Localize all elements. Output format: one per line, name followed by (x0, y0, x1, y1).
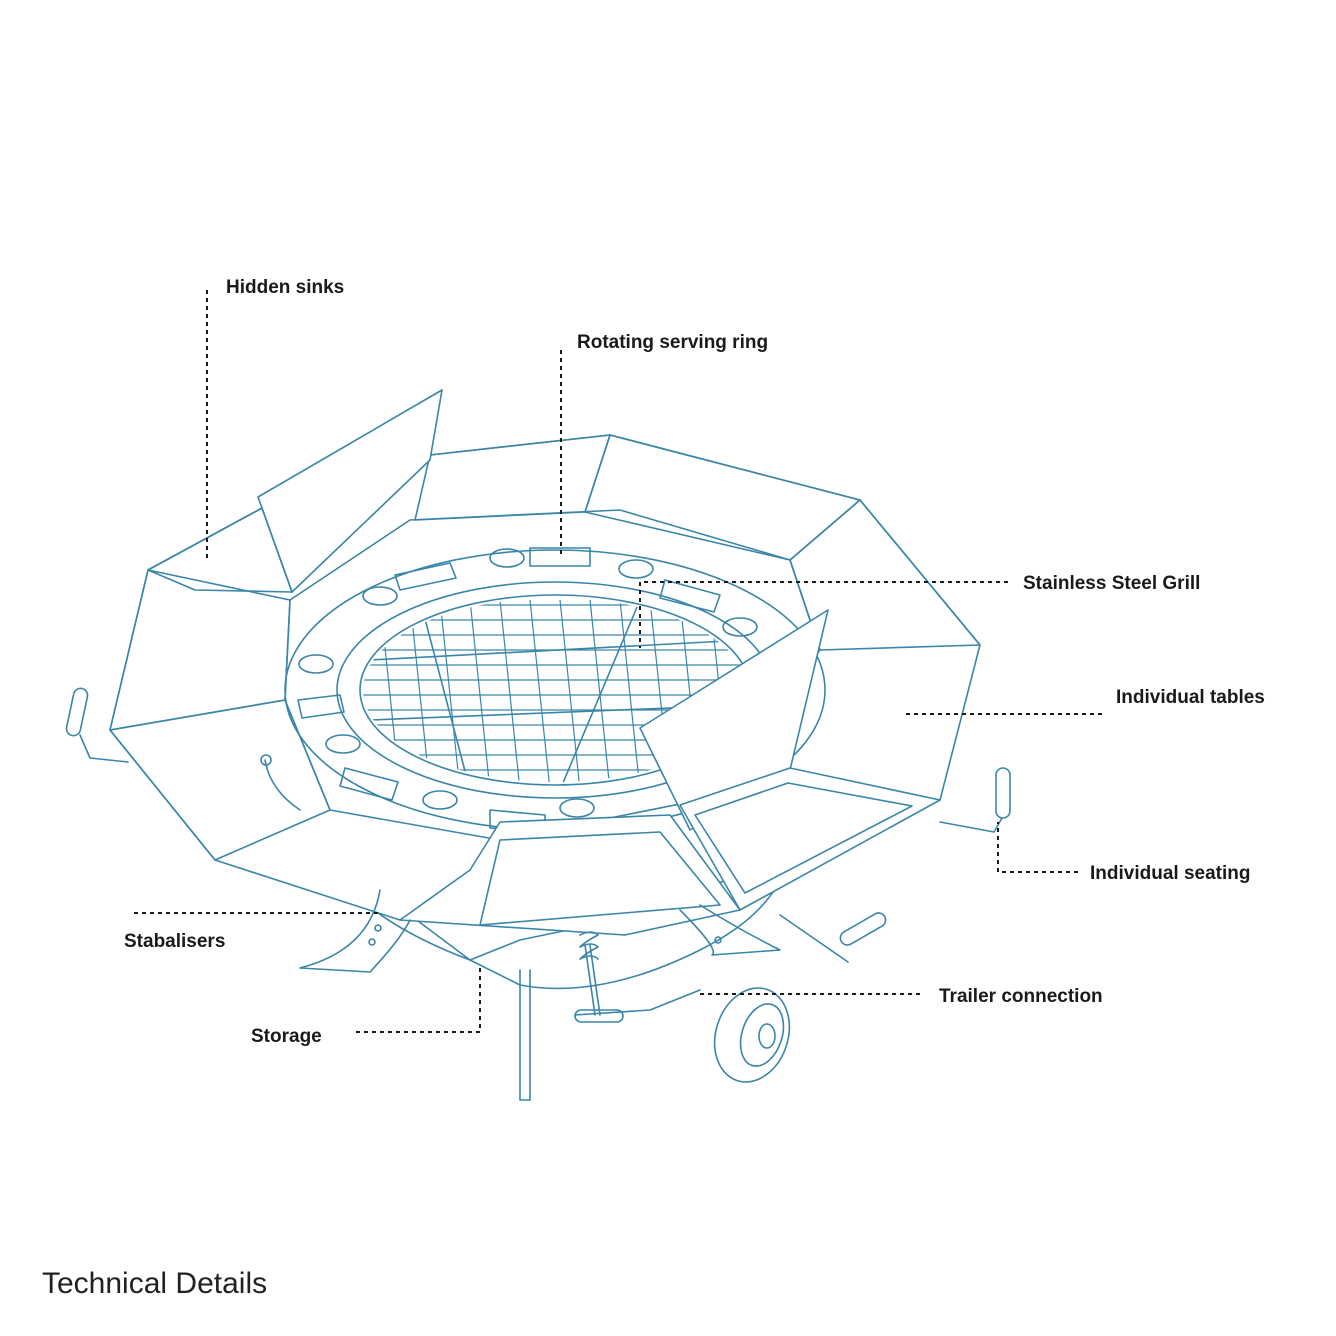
leader-stainless-steel-grill (639, 581, 1008, 648)
leader-individual-seating (997, 822, 1078, 873)
trailer-assembly (519, 931, 791, 1101)
label-individual-tables: Individual tables (1116, 687, 1265, 708)
seat-box-right (679, 767, 941, 911)
label-stainless-steel-grill: Stainless Steel Grill (1023, 573, 1200, 594)
serving-ring-cutouts (297, 547, 758, 833)
label-stabalisers: Stabalisers (124, 931, 225, 952)
seat-box-right-inner (694, 782, 913, 894)
page-title: Technical Details (42, 1267, 267, 1300)
label-rotating-serving-ring: Rotating serving ring (577, 332, 768, 353)
sink-lid-left-base (147, 507, 293, 593)
label-hidden-sinks: Hidden sinks (226, 277, 344, 298)
label-storage: Storage (251, 1026, 322, 1047)
stabaliser-legs (299, 889, 781, 973)
bbq-table-illustration (65, 389, 1011, 1101)
table-panel-3 (789, 499, 981, 651)
label-trailer-connection: Trailer connection (939, 986, 1103, 1007)
leader-lines (134, 290, 1102, 1033)
label-individual-seating: Individual seating (1090, 863, 1250, 884)
table-panel-5 (109, 699, 331, 861)
front-seat-inner (479, 831, 721, 926)
leader-storage (356, 968, 481, 1033)
handles (65, 687, 1011, 963)
